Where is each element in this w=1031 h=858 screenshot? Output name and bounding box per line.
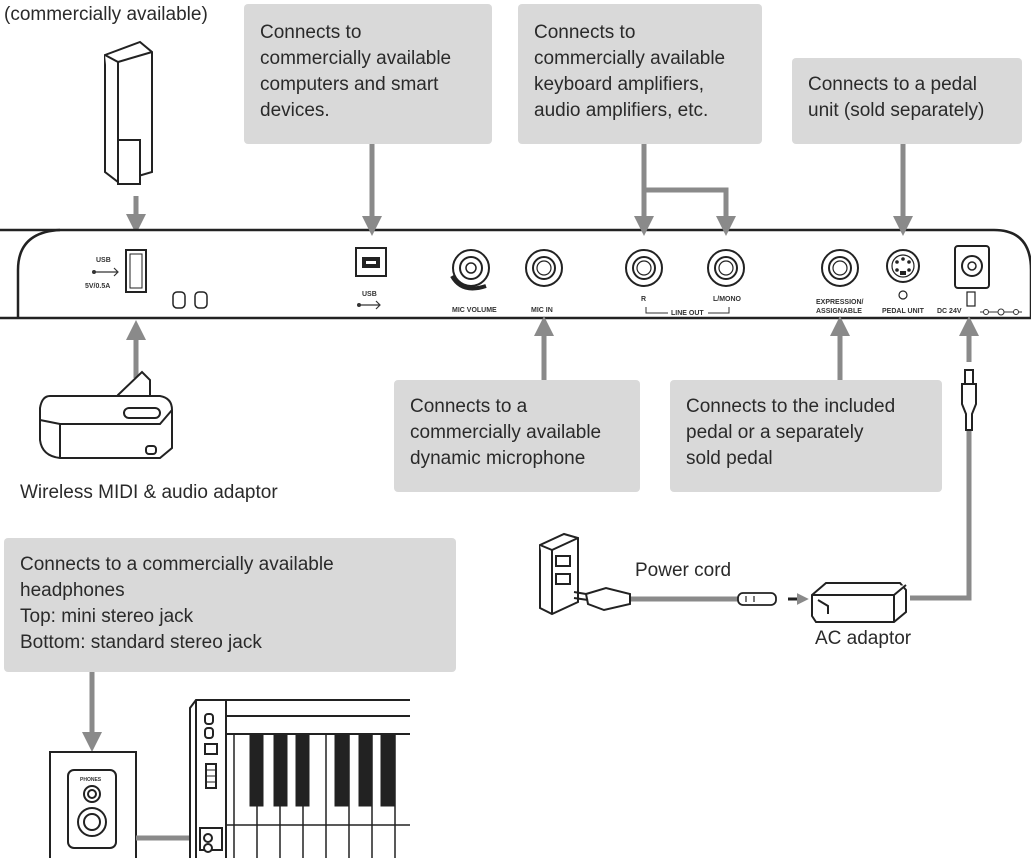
black-keys [249,733,395,807]
dc-in-port[interactable]: DC 24V [937,245,1022,316]
svg-text:DC 24V: DC 24V [937,308,962,315]
svg-text:MIC VOLUME: MIC VOLUME [452,307,497,314]
svg-text:USB: USB [96,257,111,264]
wall-outlet-icon [539,532,579,616]
phones-panel[interactable] [49,751,137,858]
svg-text:5V/0.5A: 5V/0.5A [85,283,110,290]
line-out-r-jack[interactable]: R [625,249,663,303]
mic-in-jack[interactable]: MIC IN [525,249,563,314]
svg-text:R: R [641,296,646,303]
pedal-unit-port[interactable]: PEDAL UNIT [882,249,925,315]
wireless-adaptor-icon [39,370,173,459]
usb-flash-drive-icon [104,40,153,185]
mic-in-callout: Connects to a commercially available dyn… [394,380,640,492]
wireless-adaptor-label: Wireless MIDI & audio adaptor [20,482,278,503]
usb-b-port[interactable]: USB [355,247,387,310]
svg-text:MIC IN: MIC IN [531,307,553,314]
dc-plug-icon [961,369,977,431]
svg-text:L/MONO: L/MONO [713,296,742,303]
indicator-lights [172,291,208,309]
phones-callout: Connects to a commercially available hea… [4,538,456,672]
line-out-callout: Connects to commercially available keybo… [518,4,762,144]
ac-adaptor-label: AC adaptor [815,628,912,649]
power-cord [630,592,809,606]
mic-volume-knob[interactable]: MIC VOLUME [450,249,497,314]
svg-text:ASSIGNABLE: ASSIGNABLE [816,308,862,315]
arrow-line-out [641,144,729,228]
pedal-unit-callout: Connects to a pedal unit (sold separatel… [792,58,1022,144]
line-out-lmono-jack[interactable]: L/MONO [707,249,745,303]
svg-text:LINE OUT: LINE OUT [671,310,704,317]
ac-adaptor-icon [811,582,907,623]
usb-flash-drive-label: (commercially available) [4,4,208,25]
svg-text:EXPRESSION/: EXPRESSION/ [816,299,864,306]
svg-text:USB: USB [362,291,377,298]
line-out-label: LINE OUT [645,307,730,317]
power-cord-label: Power cord [635,560,732,581]
phones-label: PHONES [80,777,102,783]
power-plug-icon [573,586,631,612]
expression-jack[interactable]: EXPRESSION/ ASSIGNABLE [816,249,864,315]
ac-adaptor-cable [910,430,972,601]
usb-a-port[interactable]: USB 5V/0.5A [85,249,147,293]
usb-b-callout: Connects to commercially available compu… [244,4,492,144]
rear-panel [0,228,1031,320]
svg-text:PEDAL UNIT: PEDAL UNIT [882,308,925,315]
expression-callout: Connects to the included pedal or a sepa… [670,380,942,492]
